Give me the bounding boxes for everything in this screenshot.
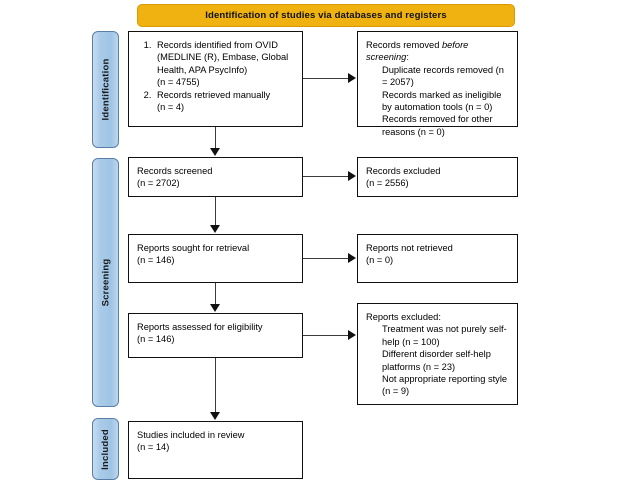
connector-identified-to-screened <box>215 127 216 149</box>
arrowhead-down-icon <box>210 225 220 233</box>
reports-not-retrieved-count: (n = 0) <box>366 255 394 266</box>
list-item: Different disorder self-help platforms (… <box>382 349 491 372</box>
stage-label-screening: Screening <box>92 158 119 407</box>
studies-included-label: Studies included in review <box>137 430 245 440</box>
records-removed-heading-tail: : <box>406 52 409 63</box>
box-studies-included: Studies included in review (n = 14) <box>128 421 303 479</box>
connector-screened-to-sought <box>215 197 216 226</box>
arrowhead-right-icon <box>348 171 356 181</box>
records-identified-source: Records identified from OVID (MEDLINE (R… <box>157 40 289 75</box>
box-records-identified: Records identified from OVID (MEDLINE (R… <box>128 31 303 127</box>
stage-label-screening-text: Screening <box>100 258 112 307</box>
list-item: Duplicate records removed (n = 2057) <box>382 64 504 88</box>
records-removed-heading: Records removed before screening: <box>366 39 509 64</box>
records-removed-heading-lead: Records removed <box>366 40 442 50</box>
stage-label-identification-text: Identification <box>100 58 112 121</box>
records-manual-source: Records retrieved manually <box>157 89 271 100</box>
arrowhead-down-icon <box>210 412 220 420</box>
reports-not-retrieved-label: Reports not retrieved <box>366 243 453 253</box>
box-records-screened: Records screened (n = 2702) <box>128 157 303 197</box>
box-reports-excluded: Reports excluded: Treatment was not pure… <box>357 303 518 405</box>
stage-label-included-text: Included <box>100 428 112 470</box>
stage-label-identification: Identification <box>92 31 119 148</box>
list-item: Records identified from OVID (MEDLINE (R… <box>154 39 294 89</box>
box-records-removed: Records removed before screening: Duplic… <box>357 31 518 137</box>
connector-sought-to-not-retrieved <box>303 258 349 259</box>
stage-label-included: Included <box>92 418 119 480</box>
arrowhead-right-icon <box>348 73 356 83</box>
records-excluded-count: (n = 2556) <box>366 178 409 189</box>
records-screened-count: (n = 2702) <box>137 178 180 189</box>
arrowhead-down-icon <box>210 304 220 312</box>
reports-excluded-heading: Reports excluded: <box>366 312 441 322</box>
banner-title: Identification of studies via databases … <box>205 10 447 21</box>
reports-assessed-count: (n = 146) <box>137 334 175 345</box>
connector-assessed-to-reports-excluded <box>303 335 349 336</box>
reports-sought-label: Reports sought for retrieval <box>137 243 250 253</box>
list-item: Records retrieved manually (n = 4) <box>154 89 294 114</box>
studies-included-count: (n = 14) <box>137 442 170 453</box>
reports-excluded-reason-list: Treatment was not purely self-help (n = … <box>366 323 509 397</box>
box-reports-assessed: Reports assessed for eligibility (n = 14… <box>128 313 303 358</box>
list-item: Records removed for other reasons (n = 0… <box>382 114 493 137</box>
records-excluded-label: Records excluded <box>366 166 441 176</box>
arrowhead-right-icon <box>348 253 356 263</box>
list-item: Treatment was not purely self-help (n = … <box>382 324 507 347</box>
records-manual-count: (n = 4) <box>157 102 185 113</box>
records-identified-count: (n = 4755) <box>157 77 200 88</box>
reports-assessed-label: Reports assessed for eligibility <box>137 322 263 332</box>
box-reports-sought: Reports sought for retrieval (n = 146) <box>128 234 303 283</box>
records-removed-heading-italic: before screening <box>366 40 469 63</box>
records-identified-list: Records identified from OVID (MEDLINE (R… <box>137 39 294 113</box>
list-item: Records marked as ineligible by automati… <box>382 89 502 113</box>
box-reports-not-retrieved: Reports not retrieved (n = 0) <box>357 234 518 283</box>
list-item: Not appropriate reporting style (n = 9) <box>382 374 508 397</box>
records-screened-label: Records screened <box>137 166 213 176</box>
box-records-excluded: Records excluded (n = 2556) <box>357 157 518 197</box>
reports-sought-count: (n = 146) <box>137 255 175 266</box>
connector-identified-to-removed <box>303 78 349 79</box>
arrowhead-right-icon <box>348 330 356 340</box>
arrowhead-down-icon <box>210 148 220 156</box>
diagram-banner: Identification of studies via databases … <box>137 4 515 27</box>
records-removed-reason-list: Duplicate records removed (n = 2057) Rec… <box>366 64 509 138</box>
connector-assessed-to-included <box>215 358 216 413</box>
connector-screened-to-excluded <box>303 176 349 177</box>
connector-sought-to-assessed <box>215 283 216 305</box>
